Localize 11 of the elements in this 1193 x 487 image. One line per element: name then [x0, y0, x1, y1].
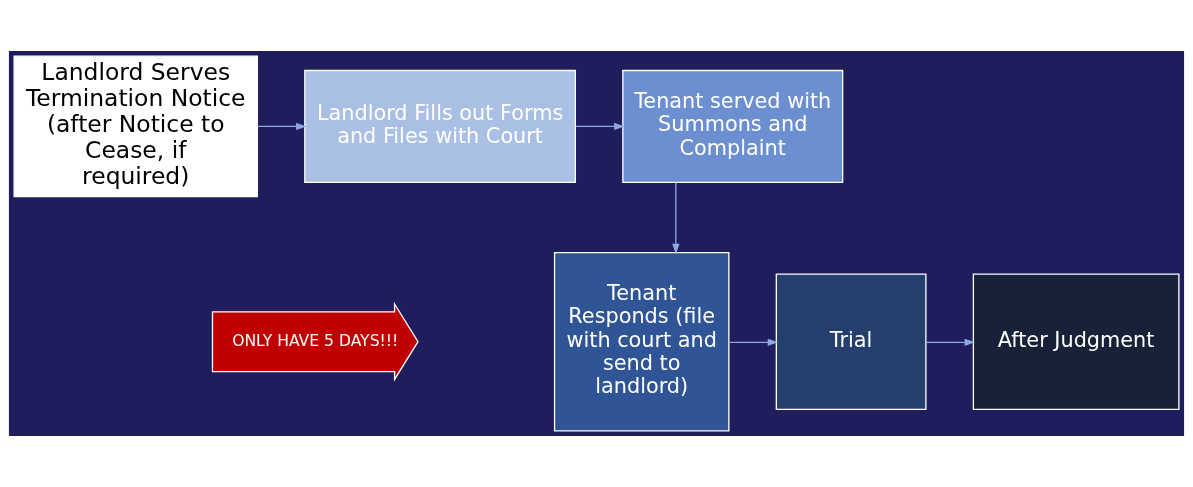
node-box: Landlord Fills out Forms and Files with Court — [304, 69, 576, 183]
node-box: Tenant served with Summons and Complaint — [622, 69, 844, 183]
arrow — [672, 181, 680, 255]
arrow — [925, 338, 976, 346]
node-box: Trial — [775, 273, 927, 410]
node-box: Landlord Serves Termination Notice (after Notice to Cease, if required) — [13, 55, 258, 198]
node-box: Tenant Responds (file with court and send to landlord) — [553, 251, 730, 432]
node-box: After Judgment — [972, 273, 1180, 410]
arrow — [728, 338, 779, 346]
arrow — [575, 122, 625, 131]
arrow — [257, 122, 307, 131]
